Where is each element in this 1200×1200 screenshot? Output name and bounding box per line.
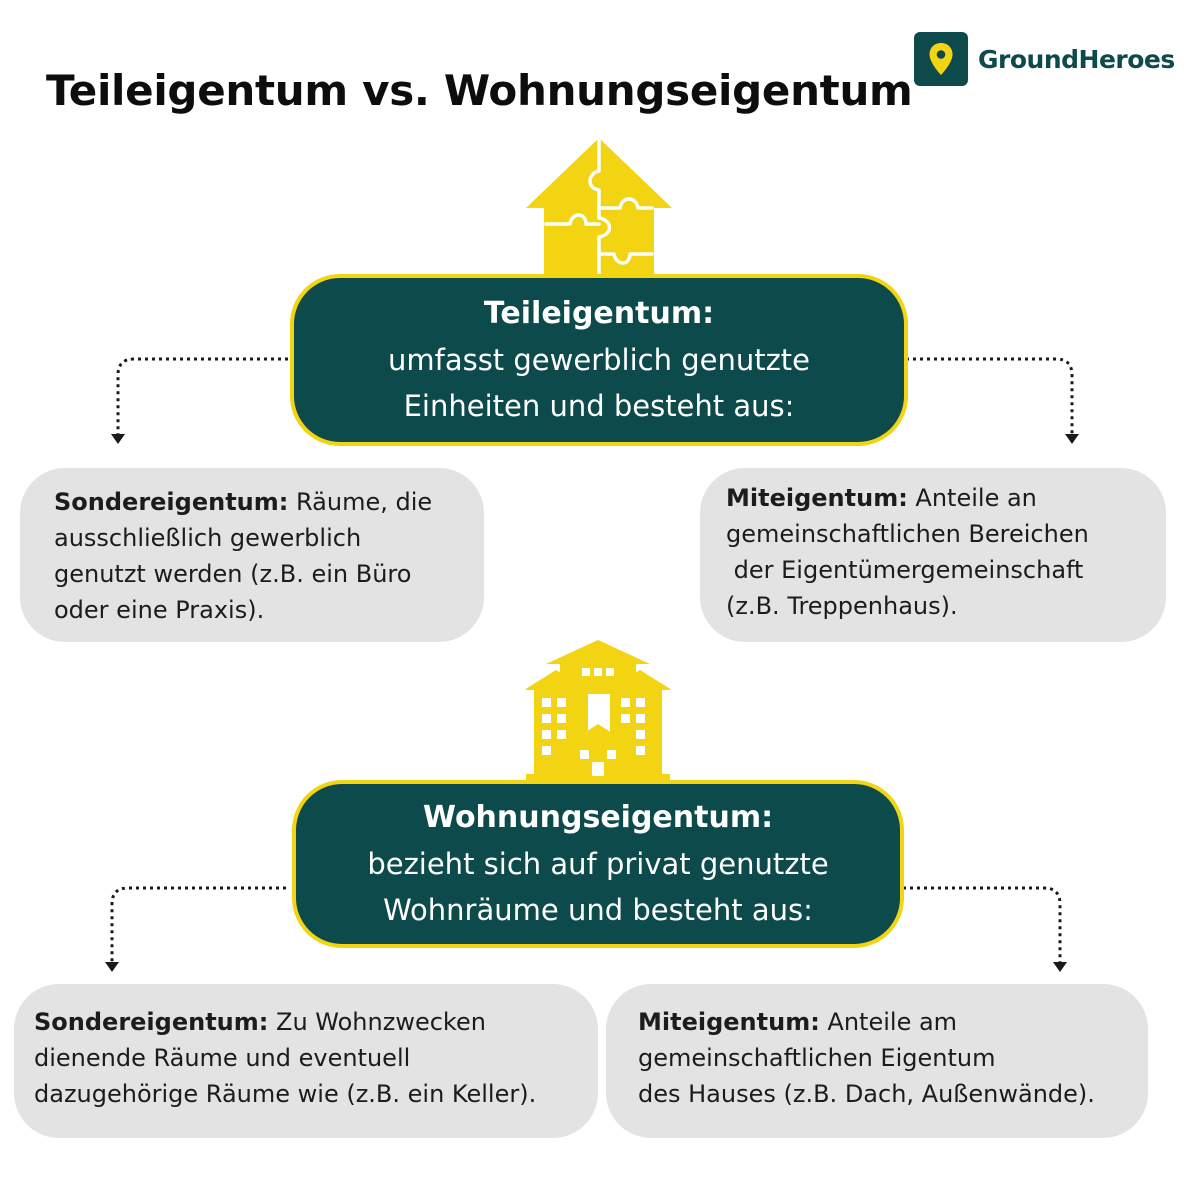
- wohn-miteigentum-card: Miteigentum: Anteile am gemeinschaftlich…: [606, 984, 1148, 1138]
- wohnungseigentum-heading: Wohnungseigentum:: [422, 800, 774, 835]
- card-text: Räume, die: [288, 488, 433, 516]
- wohnungseigentum-line: bezieht sich auf privat genutzte: [367, 847, 829, 881]
- teileigentum-line: umfasst gewerblich genutzte: [387, 343, 811, 377]
- card-text: des Hauses (z.B. Dach, Außenwände).: [638, 1080, 1095, 1108]
- connector-wohn-right: [896, 886, 1062, 962]
- arrowhead-icon: [1053, 962, 1067, 972]
- brand-name: GroundHeroes: [978, 44, 1175, 74]
- teileigentum-line: Einheiten und besteht aus:: [403, 389, 795, 423]
- card-text: Anteile am: [819, 1008, 958, 1036]
- brand-logo: GroundHeroes: [914, 32, 1175, 86]
- connector-teil-right: [906, 357, 1074, 434]
- teil-miteigentum-card: Miteigentum: Anteile an gemeinschaftlich…: [700, 468, 1166, 642]
- connector-wohn-left: [110, 886, 286, 962]
- wohnungseigentum-line: Wohnräume und besteht aus:: [383, 893, 813, 927]
- card-text: Zu Wohnzwecken: [268, 1008, 486, 1036]
- map-pin-icon: [914, 32, 968, 86]
- arrowhead-icon: [111, 434, 125, 444]
- card-term: Sondereigentum:: [54, 488, 289, 516]
- teil-sondereigentum-card: Sondereigentum: Räume, die ausschließlic…: [20, 468, 484, 642]
- card-term: Miteigentum:: [726, 484, 908, 512]
- card-text: oder eine Praxis).: [54, 596, 265, 624]
- connector-teil-left: [116, 357, 288, 434]
- apartment-buildings-icon: [526, 640, 670, 780]
- card-text: gemeinschaftlichen Eigentum: [638, 1044, 996, 1072]
- card-text: Anteile an: [907, 484, 1037, 512]
- teileigentum-box: Teileigentum: umfasst gewerblich genutzt…: [290, 274, 908, 446]
- card-text: dienende Räume und eventuell: [34, 1044, 411, 1072]
- card-text: genutzt werden (z.B. ein Büro: [54, 560, 412, 588]
- card-term: Miteigentum:: [638, 1008, 820, 1036]
- card-text: ausschließlich gewerblich: [54, 524, 362, 552]
- puzzle-house-icon: [526, 138, 672, 278]
- card-text: der Eigentümergemeinschaft: [726, 556, 1084, 584]
- card-text: dazugehörige Räume wie (z.B. ein Keller)…: [34, 1080, 537, 1108]
- card-text: gemeinschaftlichen Bereichen: [726, 520, 1089, 548]
- wohn-sondereigentum-card: Sondereigentum: Zu Wohnzwecken dienende …: [14, 984, 598, 1138]
- card-term: Sondereigentum:: [34, 1008, 269, 1036]
- page-title: Teileigentum vs. Wohnungseigentum: [46, 66, 913, 115]
- teileigentum-heading: Teileigentum:: [483, 296, 715, 331]
- wohnungseigentum-box: Wohnungseigentum: bezieht sich auf priva…: [292, 780, 904, 948]
- arrowhead-icon: [1065, 434, 1079, 444]
- arrowhead-icon: [105, 962, 119, 972]
- card-text: (z.B. Treppenhaus).: [726, 592, 958, 620]
